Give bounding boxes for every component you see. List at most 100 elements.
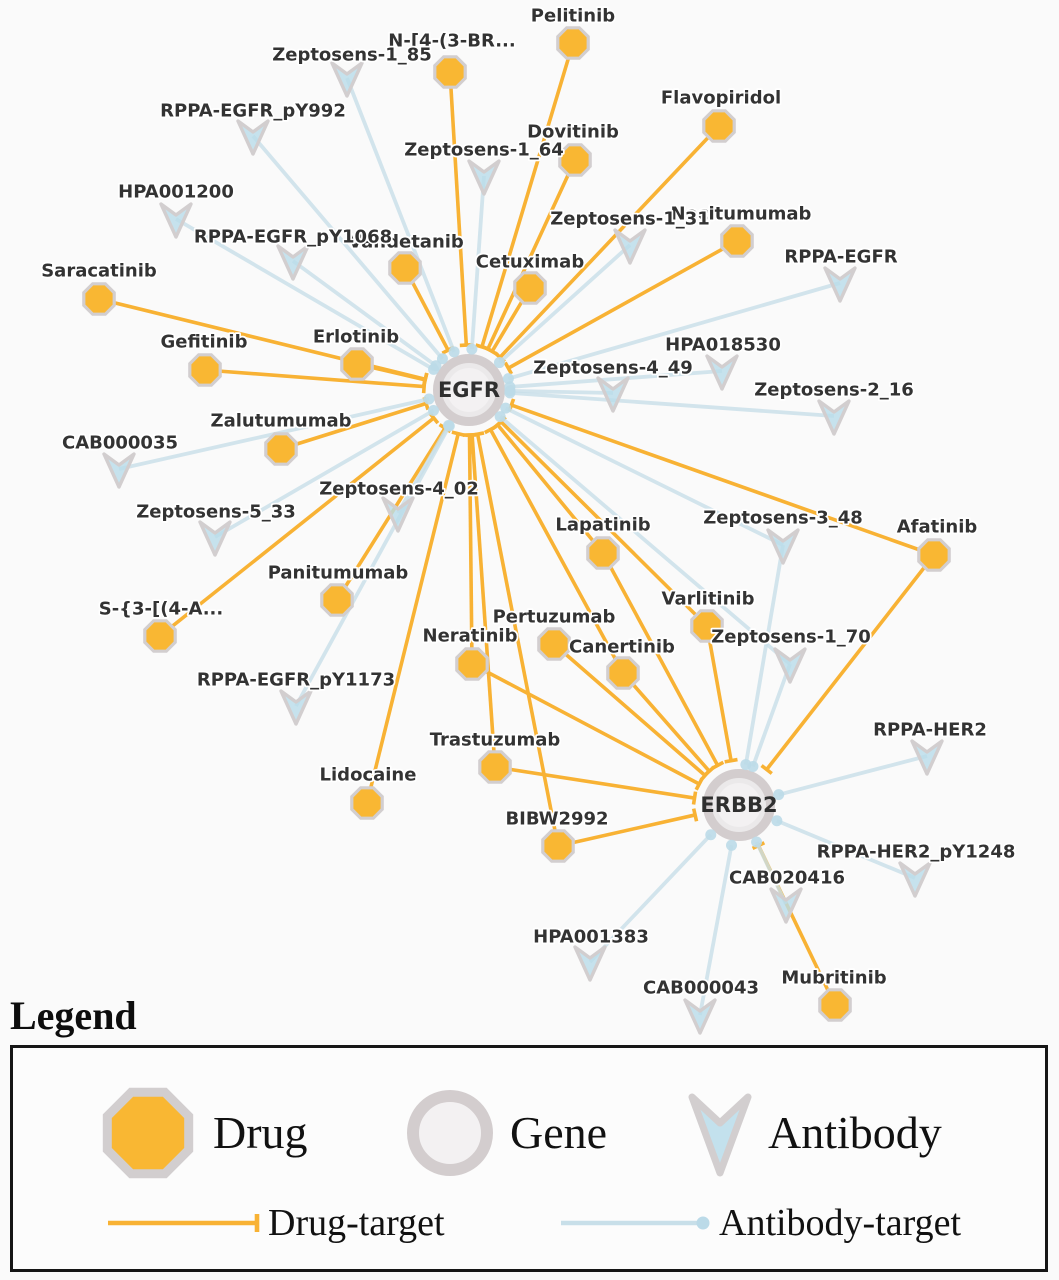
node-erbb2[interactable] [703,769,775,841]
edge-zeptosens-4-49-egfr [509,388,614,395]
node-rppa-her2[interactable] [910,739,944,776]
label-zeptosens-4-49: Zeptosens-4_49 [533,358,693,379]
node-afatinib[interactable] [917,538,951,572]
edge-afatinib-erbb2 [760,553,936,775]
node-cetuximab[interactable] [513,271,547,305]
node-panitumumab[interactable] [320,583,354,617]
node-pertuzumab[interactable] [537,627,571,661]
label-erbb2: ERBB2 [700,793,777,817]
node-hpa018530[interactable] [705,354,739,391]
node-erlotinib[interactable] [340,347,374,381]
label-canertinib: Canertinib [569,637,675,658]
node-rppa-egfr-py992[interactable] [236,119,270,156]
node-zeptosens-1-85[interactable] [330,61,364,98]
node-hpa001383[interactable] [573,945,607,982]
drug-nodes [82,26,951,1022]
legend-box: Drug Gene Antibody Drug-target Antibody-… [10,1045,1048,1272]
node-zeptosens-4-49[interactable] [596,376,630,413]
label-bibw2992: BIBW2992 [505,809,608,830]
node-vandetanib[interactable] [388,251,422,285]
label-pertuzumab: Pertuzumab [493,607,616,628]
node-necitumumab[interactable] [720,224,754,258]
node-canertinib[interactable] [606,656,640,690]
node-lapatinib[interactable] [586,536,620,570]
label-neratinib: Neratinib [423,626,518,647]
node-zeptosens-3-48[interactable] [766,528,800,565]
label-zeptosens-1-64: Zeptosens-1_64 [404,140,564,161]
label-erlotinib: Erlotinib [313,327,399,348]
legend-icons [102,1087,752,1232]
label-rppa-egfr-py992: RPPA-EGFR_pY992 [160,101,346,122]
legend-drug-icon [102,1087,194,1179]
legend-antibody-target-label: Antibody-target [719,1202,962,1244]
legend-antibody-icon [688,1093,752,1177]
node-zeptosens-1-31[interactable] [613,228,647,265]
node-zeptosens-1-64[interactable] [467,159,501,196]
node-gefitinib[interactable] [188,353,222,387]
node-zalutumumab[interactable] [264,432,298,466]
edge-zeptosens-1-70-egfr [498,415,792,666]
node-pelitinib[interactable] [556,26,590,60]
node-n-4-3-br[interactable] [433,55,467,89]
edge-lidocaine-egfr [365,430,465,804]
label-panitumumab: Panitumumab [268,563,409,584]
node-lidocaine[interactable] [350,786,384,820]
node-hpa001200[interactable] [159,202,193,239]
node-saracatinib[interactable] [82,282,116,316]
node-dovitinib[interactable] [558,143,592,177]
node-zeptosens-5-33[interactable] [198,520,232,557]
label-zalutumumab: Zalutumumab [211,411,352,432]
antibody-target-edges [118,77,928,1016]
node-neratinib[interactable] [455,647,489,681]
edge-zeptosens-2-16-egfr [509,391,835,418]
node-zeptosens-4-02[interactable] [381,496,415,533]
node-rppa-egfr[interactable] [823,266,857,303]
node-flavopiridol[interactable] [702,109,736,143]
label-zeptosens-2-16: Zeptosens-2_16 [754,380,914,401]
label-trastuzumab: Trastuzumab [430,730,561,751]
legend-title: Legend [10,993,137,1038]
edge-canertinib-egfr [483,424,625,674]
node-trastuzumab[interactable] [478,750,512,784]
node-varlitinib[interactable] [690,609,724,643]
node-s-3-4-a[interactable] [143,619,177,653]
node-egfr[interactable] [433,354,505,426]
edge-zeptosens-1-85-egfr [345,77,456,353]
edge-hpa001383-erbb2 [588,833,713,964]
label-zeptosens-1-70: Zeptosens-1_70 [711,627,871,648]
label-cab020416: CAB020416 [729,868,845,889]
label-cab000043: CAB000043 [643,978,759,999]
label-zeptosens-1-85: Zeptosens-1_85 [272,45,432,66]
edge-rppa-her2-py1248-erbb2 [776,818,916,880]
node-cab000043[interactable] [683,998,717,1035]
label-rppa-egfr-py1068: RPPA-EGFR_pY1068 [194,227,392,248]
edge-hpa018530-egfr [509,369,723,389]
node-labels: EGFRERBB2PelitinibN-[4-(3-BR...Flavopiri… [40,4,1018,1000]
edge-varlitinib-erbb2 [705,625,738,764]
node-rppa-her2-py1248[interactable] [898,861,932,898]
node-rppa-egfr-py1173[interactable] [279,689,313,726]
node-zeptosens-2-16[interactable] [817,399,851,436]
legend-antibody-label: Antibody [768,1107,942,1158]
node-bibw2992[interactable] [541,829,575,863]
gene-nodes [433,354,775,841]
label-pelitinib: Pelitinib [531,6,615,27]
label-cetuximab: Cetuximab [476,252,585,273]
node-rppa-egfr-py1068[interactable] [276,244,310,281]
legend-antibody-target-dot [696,1216,710,1230]
label-saracatinib: Saracatinib [41,261,157,282]
node-zeptosens-1-70[interactable] [773,647,807,684]
label-lapatinib: Lapatinib [555,515,650,536]
node-mubritinib[interactable] [818,988,852,1022]
legend-drug-target-label: Drug-target [268,1202,445,1244]
label-n-4-3-br: N-[4-(3-BR... [388,31,515,52]
node-cab000035[interactable] [102,452,136,489]
edge-rppa-her2-erbb2 [778,754,928,797]
label-necitumumab: Necitumumab [671,204,812,225]
edge-rppa-egfr-py1173-egfr [294,425,451,707]
edge-zeptosens-3-48-egfr [504,406,784,547]
label-flavopiridol: Flavopiridol [661,88,781,109]
node-cab020416[interactable] [769,887,803,924]
label-lidocaine: Lidocaine [320,765,417,786]
